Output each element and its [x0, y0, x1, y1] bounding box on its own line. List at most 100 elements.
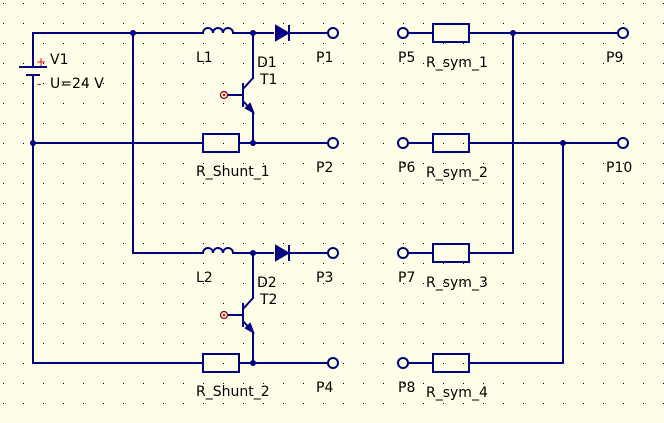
grid-dot — [483, 263, 484, 264]
grid-dot — [403, 243, 404, 244]
grid-dot — [363, 323, 364, 324]
grid-dot — [403, 63, 404, 64]
grid-dot — [323, 383, 324, 384]
inductor-l2-label: L2 — [196, 270, 213, 286]
grid-dot — [603, 223, 604, 224]
grid-dot — [363, 83, 364, 84]
grid-dot — [623, 303, 624, 304]
grid-dot — [503, 3, 504, 4]
grid-dot — [43, 163, 44, 164]
sym-1-label: R_sym_1 — [426, 55, 488, 71]
grid-dot — [363, 3, 364, 4]
grid-dot — [383, 283, 384, 284]
port-p9[interactable] — [617, 27, 629, 39]
grid-dot — [343, 123, 344, 124]
grid-dot — [643, 243, 644, 244]
grid-dot — [443, 403, 444, 404]
grid-dot — [463, 323, 464, 324]
diode-d2[interactable] — [275, 244, 290, 262]
grid-dot — [123, 103, 124, 104]
grid-dot — [143, 23, 144, 24]
grid-dot — [223, 263, 224, 264]
grid-dot — [563, 403, 564, 404]
grid-dot — [623, 203, 624, 204]
grid-dot — [63, 283, 64, 284]
grid-dot — [303, 203, 304, 204]
grid-dot — [163, 103, 164, 104]
grid-dot — [163, 183, 164, 184]
grid-dot — [303, 63, 304, 64]
grid-dot — [83, 243, 84, 244]
grid-dot — [123, 403, 124, 404]
wire-rsym4-junction[interactable] — [472, 142, 564, 364]
grid-dot — [63, 83, 64, 84]
grid-dot — [243, 283, 244, 284]
grid-dot — [3, 243, 4, 244]
grid-dot — [83, 223, 84, 224]
grid-dot — [3, 183, 4, 184]
grid-dot — [623, 163, 624, 164]
grid-dot — [303, 323, 304, 324]
grid-dot — [243, 23, 244, 24]
grid-dot — [483, 63, 484, 64]
grid-dot — [623, 323, 624, 324]
grid-dot — [603, 203, 604, 204]
grid-dot — [383, 103, 384, 104]
diode-d1[interactable] — [275, 24, 290, 42]
port-p1[interactable] — [327, 27, 339, 39]
dc-source-v1[interactable] — [19, 57, 47, 93]
port-p10[interactable] — [617, 137, 629, 149]
grid-dot — [503, 243, 504, 244]
port-p2[interactable] — [327, 137, 339, 149]
grid-dot — [383, 43, 384, 44]
grid-dot — [283, 203, 284, 204]
grid-dot — [203, 23, 204, 24]
grid-dot — [363, 203, 364, 204]
grid-dot — [323, 303, 324, 304]
grid-dot — [23, 283, 24, 284]
port-p4[interactable] — [327, 357, 339, 369]
transistor-t1[interactable] — [219, 77, 255, 115]
grid-dot — [3, 83, 4, 84]
grid-dot — [583, 103, 584, 104]
port-p6[interactable] — [397, 137, 409, 149]
grid-dot — [583, 243, 584, 244]
grid-dot — [503, 23, 504, 24]
grid-dot — [343, 363, 344, 364]
grid-dot — [423, 183, 424, 184]
wire-rsym3-junction[interactable] — [472, 32, 514, 254]
grid-dot — [583, 43, 584, 44]
port-p3[interactable] — [327, 247, 339, 259]
grid-dot — [323, 63, 324, 64]
grid-dot — [143, 103, 144, 104]
port-p5[interactable] — [397, 27, 409, 39]
grid-dot — [543, 343, 544, 344]
grid-dot — [323, 83, 324, 84]
grid-dot — [383, 203, 384, 204]
grid-dot — [3, 283, 4, 284]
grid-dot — [423, 3, 424, 4]
port-p8[interactable] — [397, 357, 409, 369]
grid-dot — [203, 123, 204, 124]
grid-dot — [323, 163, 324, 164]
grid-dot — [403, 263, 404, 264]
grid-dot — [203, 323, 204, 324]
wire-branch-l2[interactable] — [132, 32, 194, 254]
grid-dot — [583, 343, 584, 344]
grid-dot — [223, 23, 224, 24]
grid-dot — [603, 363, 604, 364]
port-p7[interactable] — [397, 247, 409, 259]
grid-dot — [263, 43, 264, 44]
grid-dot — [583, 123, 584, 124]
transistor-t2[interactable] — [219, 297, 255, 335]
grid-dot — [83, 203, 84, 204]
grid-dot — [463, 263, 464, 264]
inductor-l1[interactable] — [193, 27, 243, 34]
grid-dot — [323, 223, 324, 224]
inductor-l2[interactable] — [193, 247, 243, 254]
grid-dot — [223, 63, 224, 64]
grid-dot — [243, 203, 244, 204]
wire-source-bottom[interactable] — [32, 92, 194, 364]
grid-dot — [3, 323, 4, 324]
grid-dot — [63, 203, 64, 204]
